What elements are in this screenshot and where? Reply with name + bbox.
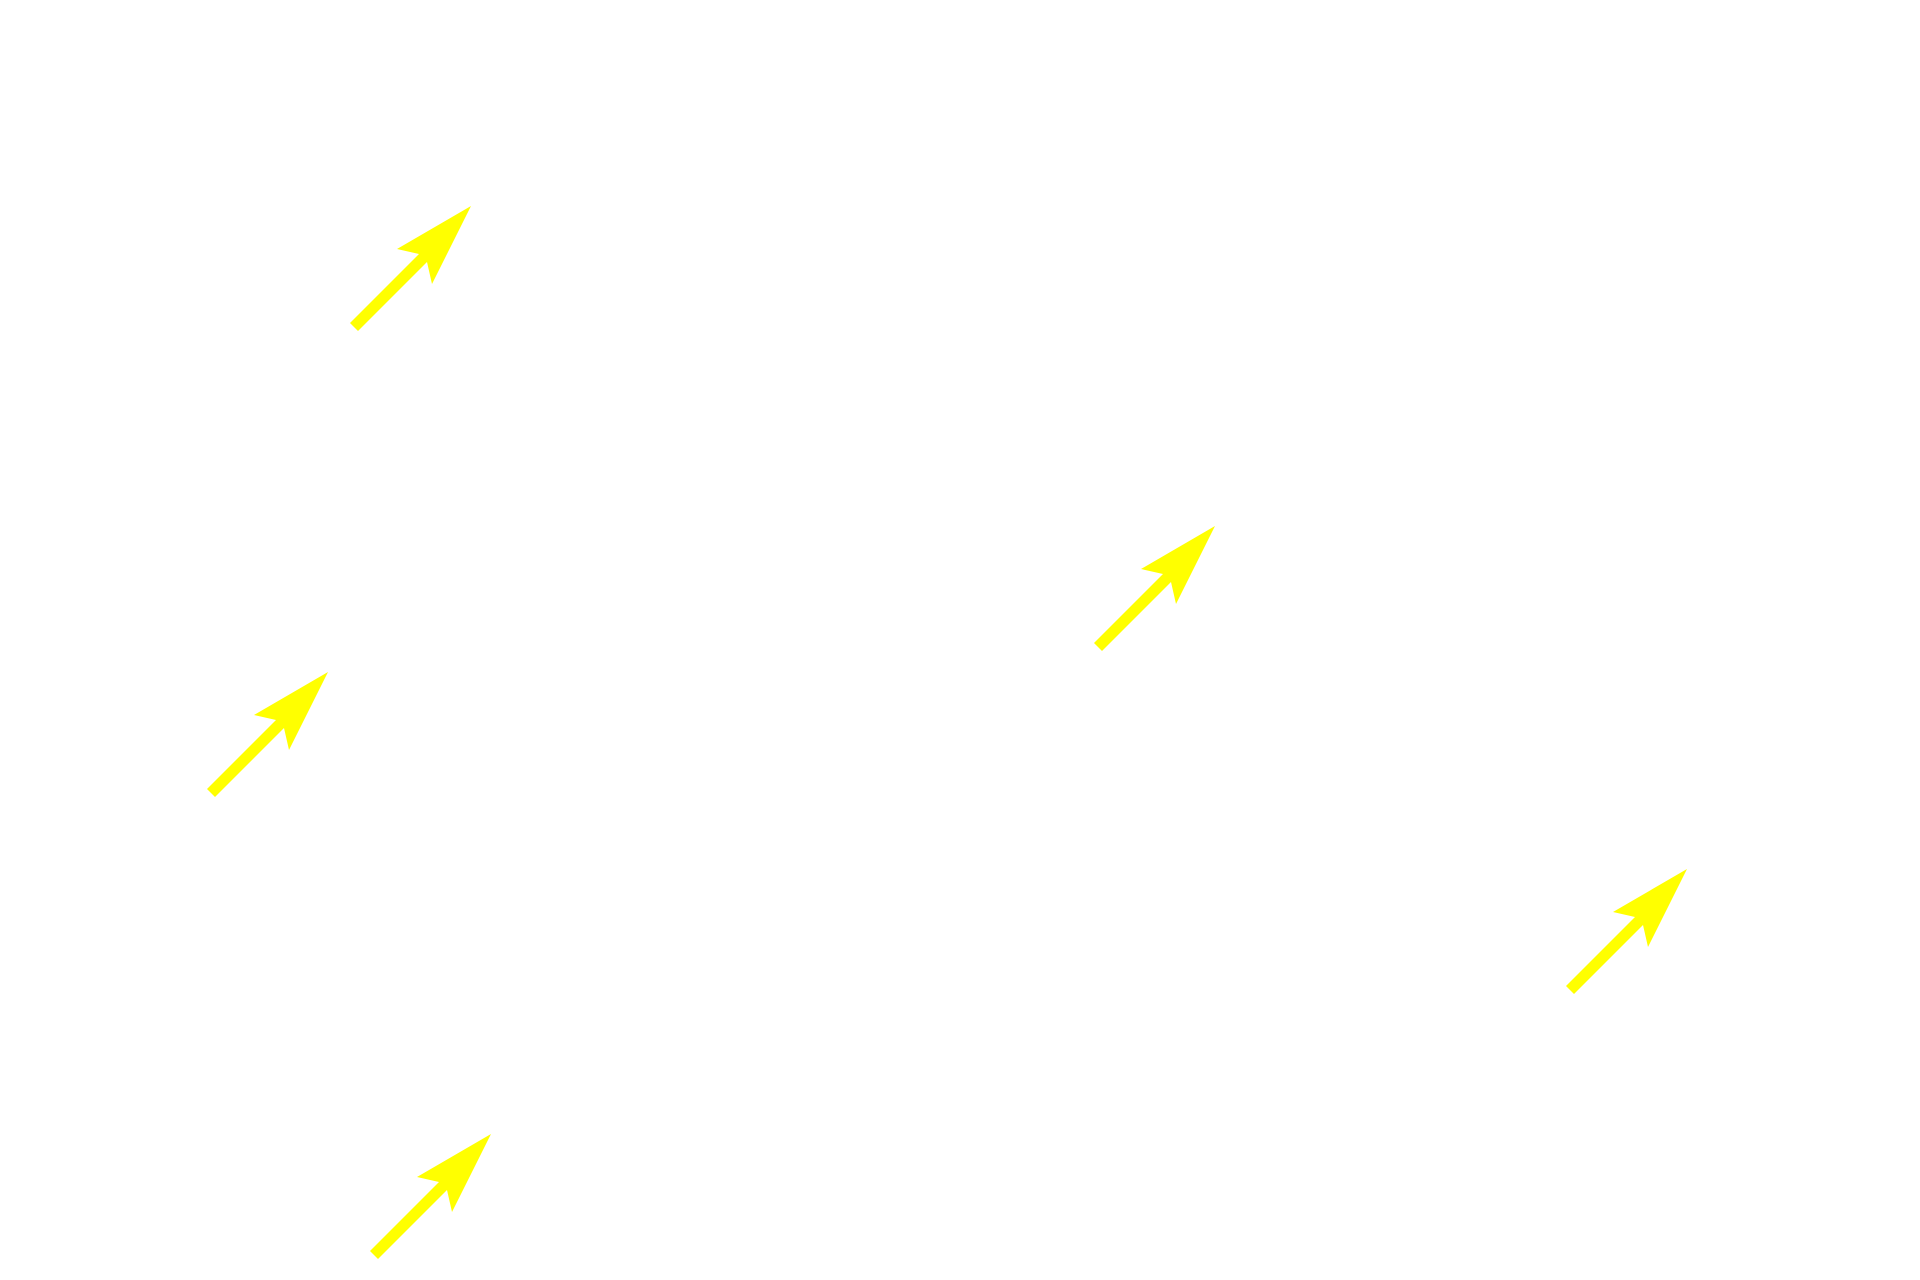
arrow-up-right-icon <box>346 204 476 334</box>
arrow-shape <box>207 672 328 797</box>
arrow-shape <box>370 1134 491 1259</box>
arrow-up-right-icon <box>1562 867 1692 997</box>
arrow-up-right-icon <box>366 1132 496 1262</box>
arrow-up-right-icon <box>203 670 333 800</box>
arrow-up-right-icon <box>1090 524 1220 654</box>
arrow-shape <box>1566 869 1687 994</box>
arrow-shape <box>350 206 471 331</box>
arrow-shape <box>1094 526 1215 651</box>
